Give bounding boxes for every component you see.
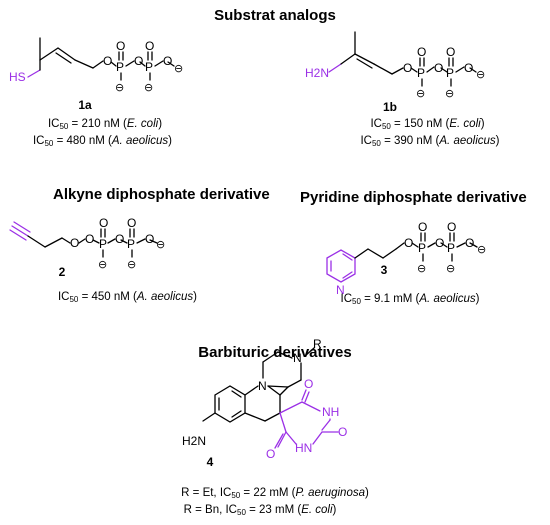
charge-minus: ⊖	[417, 263, 426, 275]
atom-p: P	[447, 241, 455, 255]
atom-hn: HN	[295, 441, 312, 455]
atom-o: O	[464, 61, 473, 75]
ic50-1a-ecoli: IC50 = 210 nM (E. coli)	[47, 118, 163, 131]
charge-minus: ⊖	[476, 69, 485, 81]
atom-h2n: H2N	[182, 434, 206, 448]
ic50-2-aeolicus: IC50 = 450 nM (A. aeolicus)	[57, 291, 197, 304]
compound-label-2: 2	[58, 265, 66, 279]
atom-p: P	[446, 66, 454, 80]
structure-2	[9, 221, 158, 258]
charge-minus: ⊖	[416, 88, 425, 100]
atom-o: O	[145, 232, 154, 246]
charge-minus: ⊖	[98, 259, 107, 271]
ic50-1a-aeolicus: IC50 = 480 nM (A. aeolicus)	[32, 135, 172, 148]
atom-o: O	[417, 45, 426, 59]
charge-minus: ⊖	[144, 82, 153, 94]
atom-o: O	[404, 236, 413, 250]
atom-o: O	[338, 425, 347, 439]
ic50-4-bn: R = Bn, IC50 = 23 mM (E. coli)	[183, 504, 337, 517]
ic50-1b-aeolicus: IC50 = 390 nM (A. aeolicus)	[360, 135, 500, 148]
atom-o: O	[418, 220, 427, 234]
ic50-4-et: R = Et, IC50 = 22 mM (P. aeruginosa)	[181, 487, 369, 500]
atom-o: O	[145, 39, 154, 53]
section-title-pyridine: Pyridine diphosphate derivative	[300, 189, 527, 206]
compound-label-4: 4	[206, 455, 214, 469]
structure-1b	[328, 31, 477, 87]
section-title-alkyne: Alkyne diphosphate derivative	[53, 186, 270, 203]
atom-nh: NH	[322, 405, 339, 419]
charge-minus: ⊖	[446, 263, 455, 275]
atom-o: O	[127, 216, 136, 230]
atom-o: O	[266, 447, 275, 461]
structure-4	[202, 347, 339, 449]
atom-o: O	[403, 61, 412, 75]
atom-o: O	[435, 236, 444, 250]
atom-p: P	[127, 237, 135, 251]
section-title-substrate: Substrat analogs	[214, 7, 336, 24]
atom-p: P	[99, 237, 107, 251]
ic50-3-aeolicus: IC50 = 9.1 mM (A. aeolicus)	[340, 293, 480, 306]
atom-o: O	[99, 216, 108, 230]
atom-p: P	[418, 241, 426, 255]
atom-o: O	[304, 377, 313, 391]
atom-p: P	[145, 60, 153, 74]
atom-sh: HS	[9, 70, 26, 84]
atom-o: O	[446, 45, 455, 59]
atom-r: R	[313, 337, 322, 351]
atom-p: P	[116, 60, 124, 74]
ic50-1b-ecoli: IC50 = 150 nM (E. coli)	[370, 118, 485, 131]
charge-minus: ⊖	[115, 82, 124, 94]
atom-o: O	[163, 54, 172, 68]
structure-3	[326, 232, 478, 283]
atom-n: N	[258, 379, 267, 393]
compound-label-1a: 1a	[78, 98, 92, 112]
atom-o: O	[70, 236, 79, 250]
atom-o: O	[434, 61, 443, 75]
compound-label-3: 3	[380, 263, 388, 277]
compound-label-1b: 1b	[382, 100, 397, 114]
atom-n: N	[336, 283, 345, 297]
atom-o: O	[465, 236, 474, 250]
charge-minus: ⊖	[174, 63, 183, 75]
atom-h2n: H2N	[305, 66, 329, 80]
charge-minus: ⊖	[477, 244, 486, 256]
atom-n: N	[293, 351, 302, 365]
atom-o: O	[116, 39, 125, 53]
charge-minus: ⊖	[127, 259, 136, 271]
charge-minus: ⊖	[156, 239, 165, 251]
atom-p: P	[417, 66, 425, 80]
atom-o: O	[115, 232, 124, 246]
atom-o: O	[103, 54, 112, 68]
structure-1a	[27, 37, 175, 81]
charge-minus: ⊖	[445, 88, 454, 100]
atom-o: O	[447, 220, 456, 234]
atom-o: O	[85, 232, 94, 246]
atom-o: O	[134, 54, 143, 68]
